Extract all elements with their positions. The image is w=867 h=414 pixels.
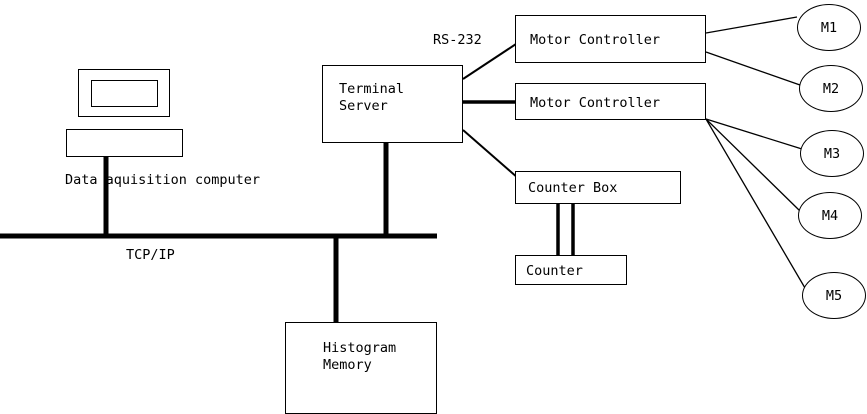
motor-controller-1-box: Motor Controller: [515, 15, 706, 63]
motor-controller-2-label: Motor Controller: [530, 95, 661, 111]
counter-label: Counter: [526, 263, 583, 279]
motor-node-m5: M5: [802, 272, 866, 319]
histogram-memory-label-line2: Memory: [323, 357, 372, 373]
motor-node-m4-label: M4: [821, 207, 839, 224]
wire-terminal-server-to-motor-controller-1: [462, 43, 517, 80]
terminal-server-label-line2: Server: [339, 98, 388, 114]
counter-box: Counter: [515, 255, 627, 285]
counter-box-box: Counter Box: [515, 171, 681, 204]
motor-node-m2: M2: [799, 65, 863, 112]
computer-monitor-screen: [91, 80, 158, 107]
motor-controller-1-label: Motor Controller: [530, 32, 661, 48]
motor-node-m1: M1: [797, 4, 861, 51]
motor-node-m3: M3: [800, 130, 864, 177]
computer-keyboard-base: [66, 129, 183, 157]
data-acquisition-computer-label: Data aquisition computer: [65, 172, 261, 188]
rs232-link-label: RS-232: [433, 32, 482, 48]
wire-terminal-server-to-counter-box: [462, 129, 519, 179]
motor-node-m5-label: M5: [825, 287, 843, 304]
counter-box-label: Counter Box: [528, 180, 618, 196]
motor-controller-2-box: Motor Controller: [515, 83, 706, 120]
wire-motor-controller-2-to-m4: [705, 118, 801, 212]
motor-node-m3-label: M3: [823, 145, 841, 162]
terminal-server-box: Terminal Server: [322, 65, 463, 143]
motor-node-m2-label: M2: [822, 80, 840, 97]
histogram-memory-label-line1: Histogram: [323, 340, 397, 356]
histogram-memory-box: Histogram Memory: [285, 322, 437, 414]
terminal-server-label-line1: Terminal: [339, 81, 405, 97]
wire-motor-controller-1-to-m2: [705, 51, 801, 86]
tcpip-bus-label: TCP/IP: [126, 247, 175, 263]
wire-motor-controller-1-to-m1: [705, 16, 798, 34]
wire-motor-controller-2-to-m5: [705, 118, 806, 289]
wire-motor-controller-2-to-m3: [705, 118, 803, 150]
motor-node-m4: M4: [798, 192, 862, 239]
motor-node-m1-label: M1: [820, 19, 838, 36]
